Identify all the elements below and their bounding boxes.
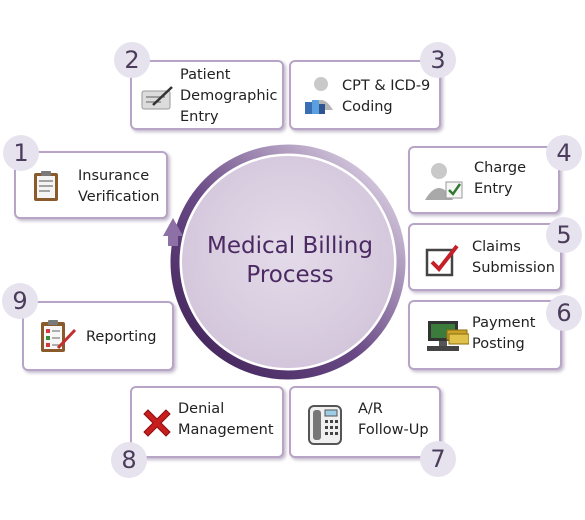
step-card: Patient Demographic Entry <box>130 60 284 130</box>
step-card: Charge Entry <box>408 146 560 214</box>
checked-checkbox-icon <box>425 244 459 277</box>
step-number-badge: 7 <box>420 441 456 477</box>
step-number-badge: 3 <box>420 42 456 78</box>
step-label: Charge Entry <box>474 160 527 197</box>
step-number-badge: 6 <box>546 295 582 331</box>
telephone-icon <box>308 405 342 445</box>
cycle-arrow-shaft <box>168 234 178 246</box>
step-label: A/R Follow-Up <box>358 401 429 438</box>
step-card: A/R Follow-Up <box>289 386 441 458</box>
step-number-badge: 8 <box>111 442 147 478</box>
cycle-ring <box>170 144 406 380</box>
cycle-arrowhead-icon <box>163 218 183 236</box>
red-x-icon <box>143 409 171 437</box>
computer-with-money-icon <box>427 321 469 351</box>
step-number-badge: 4 <box>546 135 582 171</box>
pen-on-form-icon <box>141 86 173 110</box>
step-number-badge: 9 <box>2 283 38 319</box>
step-card: Denial Management <box>130 386 284 458</box>
step-card: Payment Posting <box>408 300 562 370</box>
step-label: Payment Posting <box>472 315 536 352</box>
step-card: Insurance Verification <box>14 151 168 219</box>
step-card: CPT & ICD-9 Coding <box>289 60 441 130</box>
coder-with-books-icon <box>305 77 333 114</box>
step-label: Denial Management <box>178 401 274 438</box>
step-label: CPT & ICD-9 Coding <box>342 78 431 115</box>
step-card: Reporting <box>22 301 174 371</box>
clipboard-icon <box>34 171 58 201</box>
step-label: Claims Submission <box>472 239 555 276</box>
step-label: Reporting <box>86 329 157 345</box>
report-clipboard-icon <box>41 320 77 352</box>
diagram-title: Medical Billing Process <box>207 233 373 288</box>
person-checkmark-icon <box>425 163 463 200</box>
step-number-badge: 2 <box>114 42 150 78</box>
step-label: Patient Demographic Entry <box>180 67 278 125</box>
step-card: Claims Submission <box>408 223 562 291</box>
step-number-badge: 1 <box>3 135 39 171</box>
step-number-badge: 5 <box>546 217 582 253</box>
center-circle <box>182 156 394 368</box>
step-label: Insurance Verification <box>78 168 160 205</box>
